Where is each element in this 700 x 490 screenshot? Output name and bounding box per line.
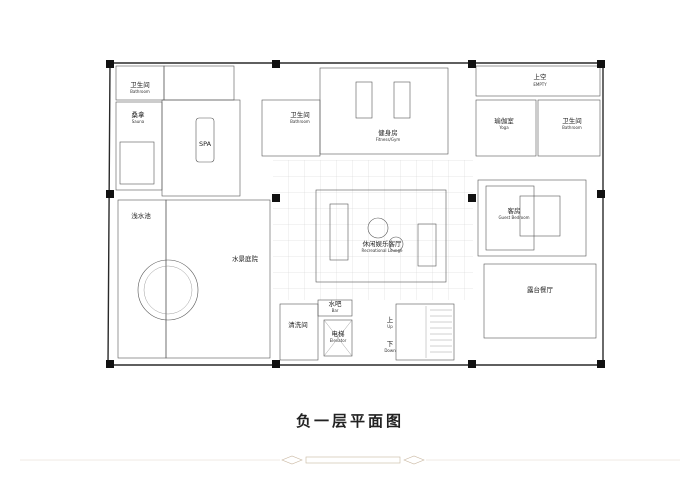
lounge-sofa-right bbox=[417, 223, 437, 267]
lounge-carpet bbox=[315, 189, 447, 283]
svg-text:客房: 客房 bbox=[508, 206, 521, 215]
svg-text:Fitness/Gym: Fitness/Gym bbox=[376, 137, 401, 142]
svg-text:浅水池: 浅水池 bbox=[131, 211, 151, 220]
svg-text:EMPTY: EMPTY bbox=[533, 82, 547, 87]
label-patio: 水景庭院 bbox=[232, 254, 259, 263]
tree-canopy-inner bbox=[143, 265, 193, 315]
room-wc-mid bbox=[261, 99, 321, 157]
room-spa bbox=[161, 99, 241, 197]
label-stair-down: 下 Down bbox=[384, 340, 396, 353]
svg-text:Recreational Lounge: Recreational Lounge bbox=[362, 248, 403, 253]
label-guest: 客房 Guest Bedroom bbox=[498, 206, 529, 220]
spa-cabinet bbox=[163, 65, 235, 101]
label-wc-right: 卫生间 Bathroom bbox=[562, 116, 582, 130]
elevator-cross bbox=[323, 319, 353, 357]
column bbox=[597, 190, 605, 198]
svg-text:Bar: Bar bbox=[332, 308, 339, 313]
column bbox=[597, 60, 605, 68]
svg-text:电梯: 电梯 bbox=[332, 329, 346, 338]
svg-text:健身房: 健身房 bbox=[378, 128, 398, 137]
room-bar bbox=[317, 299, 353, 317]
footer-ornament-left bbox=[281, 455, 303, 465]
room-fitness bbox=[319, 67, 449, 155]
coffee-table-2 bbox=[388, 236, 404, 252]
label-lounge: 休闲娱乐客厅 Recreational Lounge bbox=[362, 239, 403, 253]
room-void bbox=[475, 65, 601, 97]
guest-rug bbox=[485, 185, 535, 251]
room-yoga bbox=[475, 99, 537, 157]
svg-text:Up: Up bbox=[387, 324, 393, 329]
plan-title: 负一层平面图 bbox=[295, 412, 404, 430]
room-wc-right bbox=[537, 99, 601, 157]
area-deck bbox=[483, 263, 597, 339]
svg-text:Elevator: Elevator bbox=[330, 338, 347, 343]
label-wc-mid: 卫生间 Bathroom bbox=[290, 110, 310, 124]
column bbox=[106, 360, 114, 368]
svg-text:休闲娱乐客厅: 休闲娱乐客厅 bbox=[363, 239, 403, 248]
svg-text:Guest Bedroom: Guest Bedroom bbox=[498, 215, 529, 220]
svg-text:Bathroom: Bathroom bbox=[290, 119, 310, 124]
svg-text:清洗间: 清洗间 bbox=[288, 320, 308, 329]
footer-ornament-band bbox=[305, 456, 401, 464]
label-stair-up: 上 Up bbox=[387, 315, 394, 329]
svg-text:Sauna: Sauna bbox=[132, 119, 145, 124]
svg-text:Bathroom: Bathroom bbox=[130, 89, 150, 94]
column bbox=[468, 60, 476, 68]
label-wash: 清洗间 bbox=[288, 320, 308, 329]
label-spa: SPA bbox=[199, 140, 212, 148]
lounge-sofa-left bbox=[329, 203, 349, 261]
label-wc-left: 卫生间 Bathroom bbox=[130, 80, 150, 94]
lounge-tile-floor bbox=[273, 160, 473, 300]
svg-text:卫生间: 卫生间 bbox=[562, 116, 582, 125]
label-fitness: 健身房 Fitness/Gym bbox=[376, 128, 401, 142]
svg-text:上: 上 bbox=[387, 315, 394, 324]
stair-treads bbox=[425, 306, 452, 358]
column bbox=[468, 360, 476, 368]
column bbox=[468, 194, 476, 202]
svg-text:露台餐厅: 露台餐厅 bbox=[527, 285, 554, 294]
svg-text:卫生间: 卫生间 bbox=[290, 110, 310, 119]
svg-text:Yoga: Yoga bbox=[498, 125, 509, 130]
area-pool bbox=[117, 199, 167, 359]
label-elevator: 电梯 Elevator bbox=[330, 329, 347, 343]
room-guest bbox=[477, 179, 587, 257]
treadmill-2 bbox=[393, 81, 411, 119]
column bbox=[272, 360, 280, 368]
svg-text:SPA: SPA bbox=[199, 140, 212, 148]
stair-well bbox=[395, 303, 455, 361]
footer-ornament-right bbox=[403, 455, 425, 465]
guest-bed bbox=[519, 195, 561, 237]
column bbox=[106, 190, 114, 198]
svg-text:卫生间: 卫生间 bbox=[130, 80, 150, 89]
room-elevator bbox=[323, 319, 353, 357]
label-void: 上空 EMPTY bbox=[533, 72, 547, 87]
label-pool: 浅水池 bbox=[131, 211, 151, 220]
label-yoga: 瑜伽室 Yoga bbox=[494, 116, 514, 130]
svg-text:下: 下 bbox=[387, 340, 394, 348]
svg-text:水景庭院: 水景庭院 bbox=[232, 254, 259, 263]
svg-text:Down: Down bbox=[384, 348, 396, 353]
treadmill-1 bbox=[355, 81, 373, 119]
label-deck: 露台餐厅 bbox=[527, 285, 554, 294]
spa-bed bbox=[195, 117, 215, 163]
svg-text:瑜伽室: 瑜伽室 bbox=[494, 116, 514, 125]
area-patio bbox=[165, 199, 271, 359]
column bbox=[597, 360, 605, 368]
room-wash bbox=[279, 303, 319, 361]
svg-text:水吧: 水吧 bbox=[329, 299, 343, 308]
label-bar: 水吧 Bar bbox=[329, 299, 343, 313]
svg-text:Bathroom: Bathroom bbox=[562, 125, 582, 130]
sauna-bench bbox=[119, 141, 155, 185]
tree-canopy bbox=[137, 259, 199, 321]
column bbox=[272, 194, 280, 202]
label-sauna: 桑拿 Sauna bbox=[132, 110, 146, 124]
column bbox=[272, 60, 280, 68]
svg-text:桑拿: 桑拿 bbox=[132, 110, 146, 119]
column bbox=[106, 60, 114, 68]
svg-text:上空: 上空 bbox=[534, 72, 548, 81]
coffee-table-1 bbox=[367, 217, 389, 239]
